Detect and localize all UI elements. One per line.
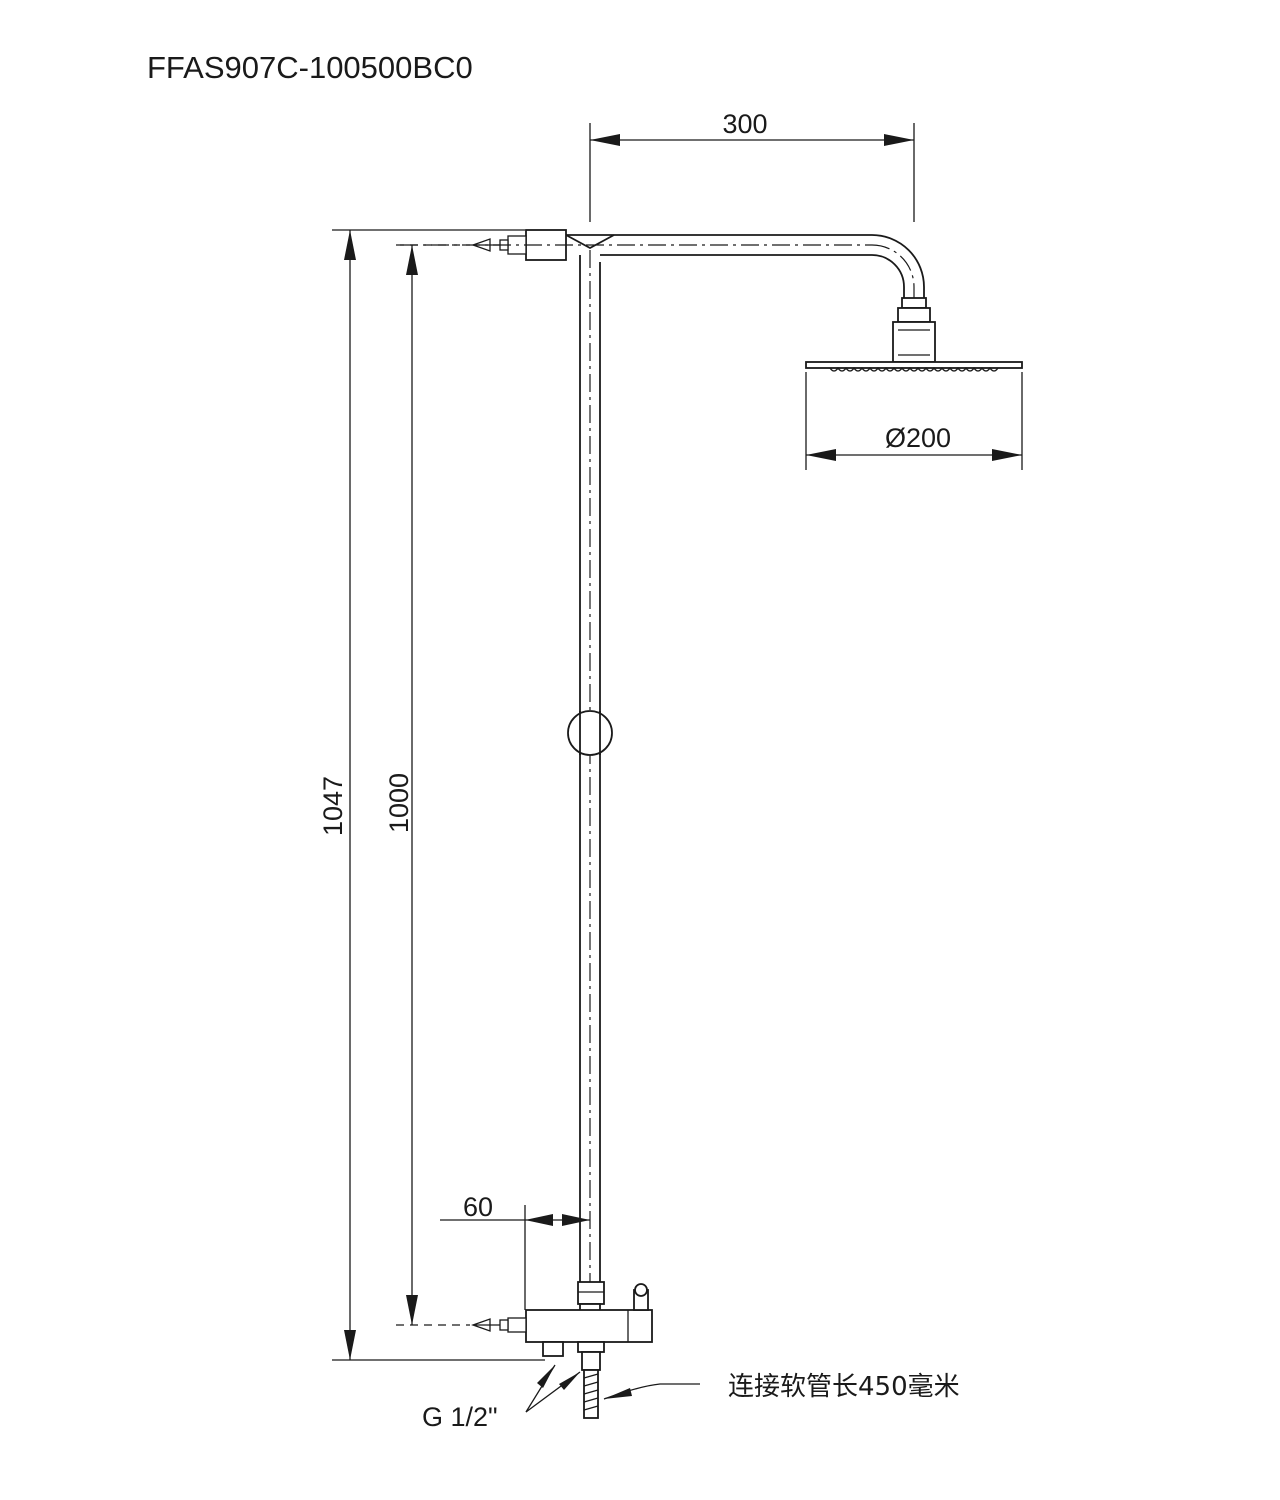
thread-callout: G 1/2" [422, 1364, 581, 1432]
shower-arm [400, 234, 925, 330]
dimension-inlet-height: 1000 [384, 244, 470, 1326]
dimension-inlet-height-label: 1000 [384, 773, 414, 833]
dimension-arm-length: 300 [589, 109, 915, 222]
dimension-total-height-label: 1047 [318, 776, 348, 836]
mixer-valve [471, 1281, 653, 1419]
model-code: FFAS907C-100500BC0 [147, 50, 473, 85]
dimension-head-diameter: Ø200 [805, 372, 1023, 470]
dimension-offset: 60 [440, 1192, 590, 1310]
hose-callout: 连接软管长450毫米 [603, 1372, 960, 1402]
hose-note: 连接软管长450毫米 [728, 1372, 960, 1402]
thread-label: G 1/2" [422, 1402, 498, 1432]
slide-holder [567, 710, 613, 756]
shower-head [805, 297, 1023, 372]
riser-pipe [567, 250, 613, 1420]
dimension-arm-length-label: 300 [722, 109, 767, 139]
dimension-total-height: 1047 [318, 229, 545, 1361]
dimension-offset-label: 60 [463, 1192, 493, 1222]
dimension-head-diameter-label: Ø200 [885, 423, 951, 453]
